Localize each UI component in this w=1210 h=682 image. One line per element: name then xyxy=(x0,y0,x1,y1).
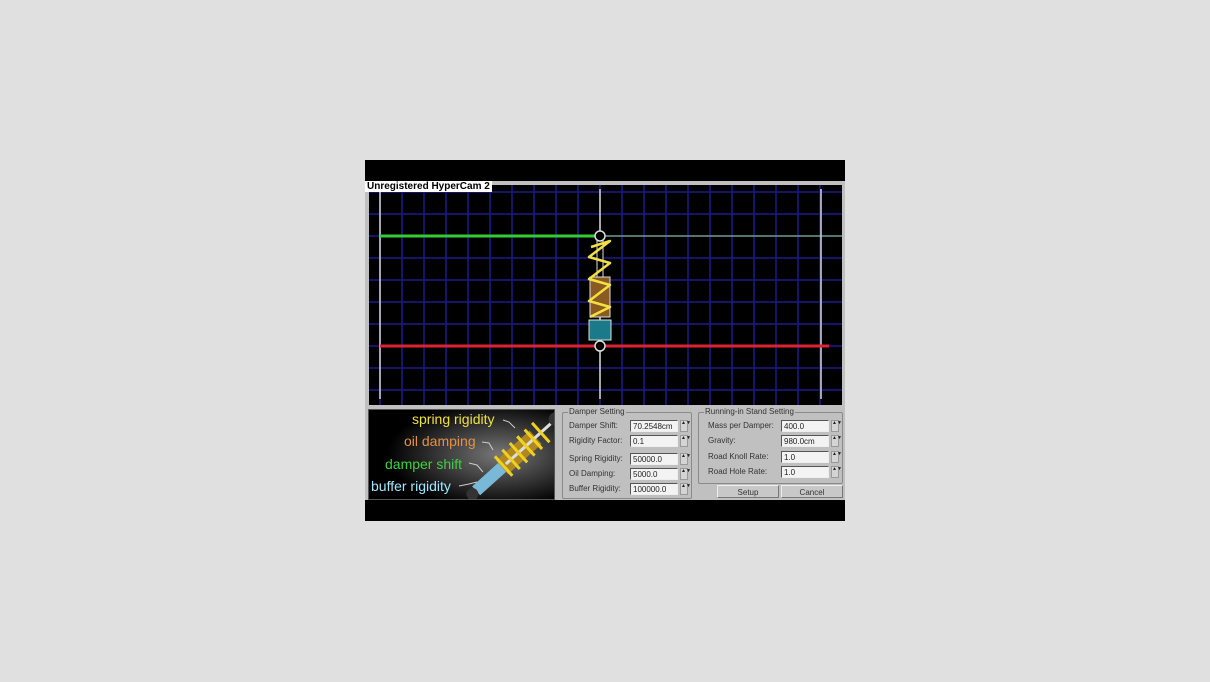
mass-per-damper-spinner[interactable]: ▲▼ xyxy=(831,420,842,432)
gravity-spinner[interactable]: ▲▼ xyxy=(831,435,842,447)
buffer-rigidity-input[interactable] xyxy=(630,483,678,495)
field-road-knoll-rate: Road Knoll Rate: ▲▼ xyxy=(705,451,848,463)
field-label: Gravity: xyxy=(708,436,736,445)
field-buffer-rigidity: Buffer Rigidity: ▲▼ xyxy=(569,483,697,495)
mass-per-damper-input[interactable] xyxy=(781,420,829,432)
road-knoll-rate-input[interactable] xyxy=(781,451,829,463)
field-label: Buffer Rigidity: xyxy=(569,484,621,493)
buffer-block xyxy=(588,319,612,341)
spring-rigidity-spinner[interactable]: ▲▼ xyxy=(680,453,691,465)
settings-area: spring rigidity oil damping damper shift… xyxy=(365,407,845,500)
field-mass-per-damper: Mass per Damper: ▲▼ xyxy=(705,420,848,432)
damper-setting-group: Damper Setting Damper Shift: ▲▼ Rigidity… xyxy=(562,407,692,499)
road-knoll-rate-spinner[interactable]: ▲▼ xyxy=(831,451,842,463)
damper-body xyxy=(589,276,611,318)
field-label: Spring Rigidity: xyxy=(569,454,623,463)
damper-shift-input[interactable] xyxy=(630,420,678,432)
cancel-button[interactable]: Cancel xyxy=(781,485,843,498)
setup-button[interactable]: Setup xyxy=(717,485,779,498)
damper-illustration: spring rigidity oil damping damper shift… xyxy=(368,409,555,500)
road-hole-rate-spinner[interactable]: ▲▼ xyxy=(831,466,842,478)
label-spring-rigidity: spring rigidity xyxy=(412,411,495,427)
stand-setting-title: Running-in Stand Setting xyxy=(704,407,795,417)
viewport-canvas xyxy=(369,185,842,405)
stand-setting-group: Running-in Stand Setting Mass per Damper… xyxy=(698,407,843,484)
field-gravity: Gravity: ▲▼ xyxy=(705,435,848,447)
simulation-viewport[interactable] xyxy=(369,185,842,405)
damper-shift-spinner[interactable]: ▲▼ xyxy=(680,420,691,432)
hypercam-watermark: Unregistered HyperCam 2 xyxy=(365,181,492,192)
rigidity-factor-spinner[interactable]: ▲▼ xyxy=(680,435,691,447)
video-frame: Unregistered HyperCam 2 xyxy=(365,160,845,521)
field-rigidity-factor: Rigidity Factor: ▲▼ xyxy=(569,435,697,447)
field-spring-rigidity: Spring Rigidity: ▲▼ xyxy=(569,453,697,465)
field-label: Rigidity Factor: xyxy=(569,436,623,445)
field-label: Damper Shift: xyxy=(569,421,618,430)
field-road-hole-rate: Road Hole Rate: ▲▼ xyxy=(705,466,848,478)
damper-setting-title: Damper Setting xyxy=(568,407,626,417)
field-oil-damping: Oil Damping: ▲▼ xyxy=(569,468,697,480)
bottom-mount-joint xyxy=(594,340,606,352)
buffer-rigidity-spinner[interactable]: ▲▼ xyxy=(680,483,691,495)
spring-rigidity-input[interactable] xyxy=(630,453,678,465)
field-label: Road Hole Rate: xyxy=(708,467,768,476)
field-label: Mass per Damper: xyxy=(708,421,774,430)
top-mount-joint xyxy=(594,230,606,242)
spring-coil xyxy=(587,239,612,319)
damper-setup-window: spring rigidity oil damping damper shift… xyxy=(365,181,845,500)
gravity-input[interactable] xyxy=(781,435,829,447)
label-oil-damping: oil damping xyxy=(404,433,476,449)
road-hole-rate-input[interactable] xyxy=(781,466,829,478)
field-label: Road Knoll Rate: xyxy=(708,452,769,461)
oil-damping-spinner[interactable]: ▲▼ xyxy=(680,468,691,480)
label-damper-shift: damper shift xyxy=(385,456,463,472)
field-damper-shift: Damper Shift: ▲▼ xyxy=(569,420,697,432)
oil-damping-input[interactable] xyxy=(630,468,678,480)
shock-absorber-image xyxy=(369,410,554,499)
rigidity-factor-input[interactable] xyxy=(630,435,678,447)
field-label: Oil Damping: xyxy=(569,469,616,478)
label-buffer-rigidity: buffer rigidity xyxy=(371,478,451,494)
